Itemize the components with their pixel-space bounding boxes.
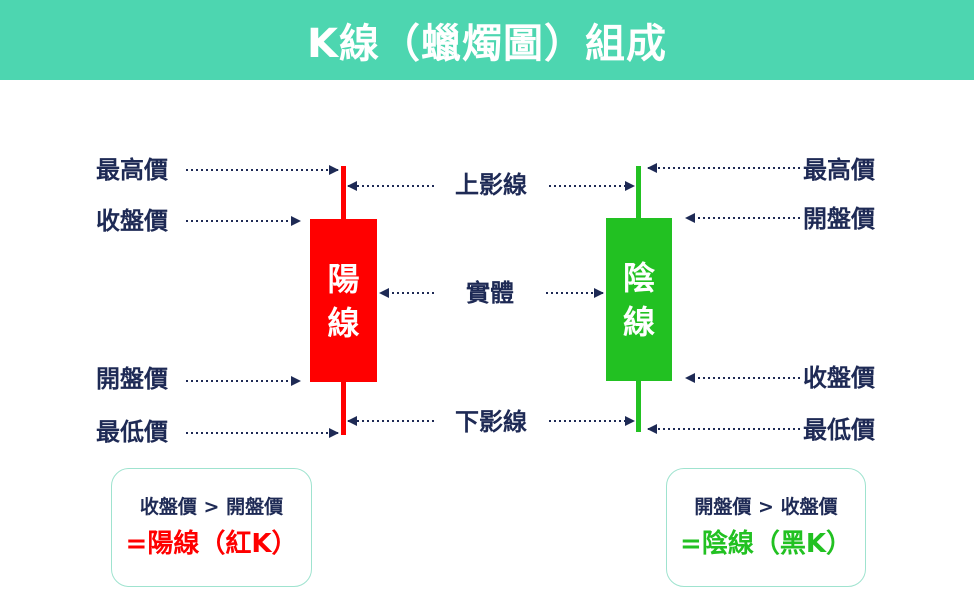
title-banner: K線（蠟燭圖）組成: [0, 0, 974, 80]
yang-comparison: 收盤價 > 開盤價: [139, 495, 284, 518]
yin-summary-box: 開盤價 > 收盤價 =陰線（黑K）: [666, 468, 866, 587]
yang-body-label-1: 陽: [327, 259, 360, 298]
yin-close-label: 收盤價: [803, 364, 875, 392]
page-title: K線（蠟燭圖）組成: [307, 21, 667, 67]
yin-low-label: 最低價: [803, 416, 875, 444]
yang-body-label-2: 線: [327, 303, 360, 342]
yang-candle-body: 陽 線: [310, 219, 377, 382]
yang-low-label: 最低價: [96, 418, 168, 446]
yin-body-label-2: 線: [622, 302, 655, 341]
yin-high-label: 最高價: [803, 156, 875, 184]
yin-comparison: 開盤價 > 收盤價: [694, 495, 838, 518]
yang-high-label: 最高價: [96, 156, 168, 184]
yang-close-label: 收盤價: [96, 207, 168, 235]
yin-result: =陰線（黑K）: [680, 528, 852, 559]
yang-summary-box: 收盤價 > 開盤價 =陽線（紅K）: [111, 468, 312, 587]
yin-open-label: 開盤價: [803, 205, 875, 233]
body-label: 實體: [466, 279, 514, 307]
yin-candle-body: 陰 線: [606, 218, 672, 381]
yang-open-label: 開盤價: [96, 365, 168, 393]
yang-result: =陽線（紅K）: [125, 528, 298, 559]
upper-shadow-label: 上影線: [455, 171, 527, 199]
lower-shadow-label: 下影線: [455, 408, 527, 436]
yin-body-label-1: 陰: [622, 258, 655, 297]
